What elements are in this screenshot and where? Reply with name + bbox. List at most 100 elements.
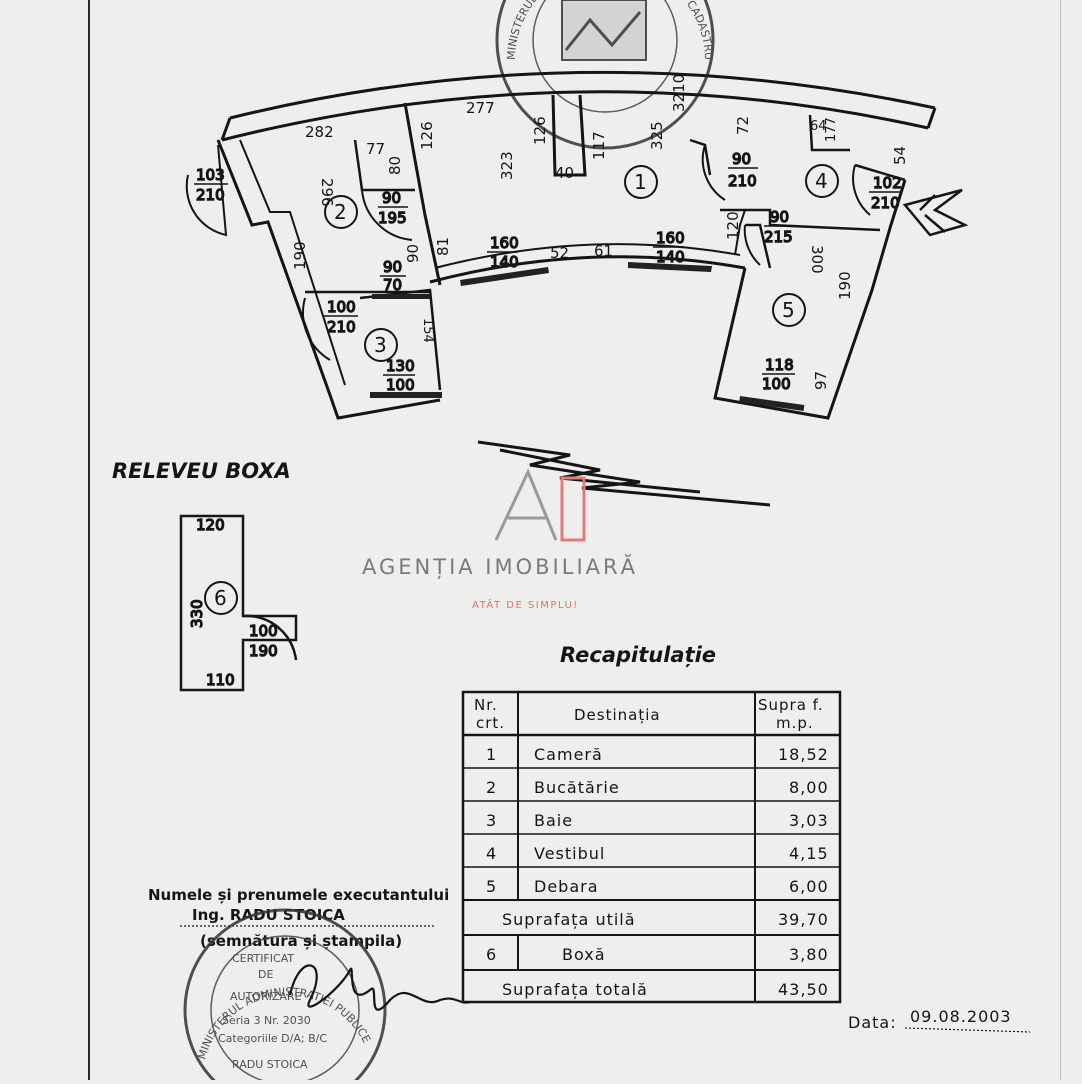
opening-dimensions: 103 210 90 195 90 210 102 210 90 215 90 …: [194, 149, 902, 395]
box-plan: [179, 514, 298, 692]
window-160-140-b-width: 160: [656, 229, 685, 247]
row-5-name: Debara: [534, 877, 599, 896]
apartment-walls: [216, 70, 937, 420]
room-number-3: 3: [374, 333, 387, 357]
dim-325: 325: [648, 121, 666, 150]
dim-277: 277: [466, 99, 495, 117]
door-100-210-height: 210: [327, 318, 356, 336]
dim-97: 97: [812, 371, 830, 390]
door-90-195-width: 90: [382, 189, 401, 207]
total-area-value: 43,50: [778, 980, 829, 999]
room-number-1: 1: [634, 170, 647, 194]
signature-icon: [288, 964, 471, 1011]
box-dim-bottom: 110: [206, 671, 235, 689]
dimension-labels: 277 282 77 80 126 126 117 3210 72 64 177…: [291, 74, 909, 390]
door-102-height: 210: [871, 194, 900, 212]
box-dim-top: 120: [196, 516, 225, 534]
door-swings: [185, 144, 871, 361]
date-block: Data: 09.08.2003: [848, 1007, 1031, 1033]
dim-61: 61: [594, 242, 613, 260]
window-130-width: 130: [386, 357, 415, 375]
executant-name: Ing. RADU STOICA: [192, 906, 345, 924]
dim-190-b: 190: [836, 271, 854, 300]
dim-52: 52: [550, 244, 569, 262]
stamp-line-1: CERTIFICAT: [232, 952, 294, 965]
window-118-height: 100: [762, 375, 791, 393]
margin-line-right: [1060, 0, 1061, 1080]
window-160-140-a-width: 160: [490, 234, 519, 252]
window-160-140-a-height: 140: [490, 253, 519, 271]
row-3-area: 3,03: [789, 811, 829, 830]
door-90-195-height: 195: [378, 209, 407, 227]
summary-title: Recapitulație: [560, 643, 716, 668]
row-4-area: 4,15: [789, 844, 829, 863]
row-1-nr: 1: [486, 745, 497, 764]
box-door-width: 100: [249, 622, 278, 640]
door-90-70-width: 90: [383, 258, 402, 276]
dim-3210: 3210: [670, 74, 688, 112]
dim-90-vertical: 90: [404, 244, 422, 263]
executant-caption: Numele și prenumele executantului: [148, 886, 449, 904]
summary-table: [461, 690, 842, 1004]
row-6-name: Boxă: [562, 945, 606, 964]
header-destination: Destinația: [574, 706, 661, 724]
room-number-6: 6: [214, 586, 227, 610]
stamp-line-4: Seria 3 Nr. 2030: [222, 1014, 311, 1027]
room-number-4: 4: [815, 169, 828, 193]
dim-40: 40: [555, 164, 574, 182]
room-number-5: 5: [782, 298, 795, 322]
window-118-width: 118: [765, 356, 794, 374]
dim-117: 117: [590, 131, 608, 160]
box-dim-side: 330: [188, 599, 206, 628]
row-4-nr: 4: [486, 844, 497, 863]
row-4-name: Vestibul: [534, 844, 605, 863]
dim-80: 80: [386, 156, 404, 175]
door-90-210-width: 90: [732, 150, 751, 168]
row-5-area: 6,00: [789, 877, 829, 896]
header-nr-2: crt.: [476, 714, 505, 732]
row-2-name: Bucătărie: [534, 778, 620, 797]
dim-126-b: 126: [531, 116, 549, 145]
row-1-area: 18,52: [778, 745, 829, 764]
date-label: Data:: [848, 1013, 897, 1032]
row-1-name: Cameră: [534, 745, 603, 764]
stamp-line-3: AUTORIZARE: [230, 990, 302, 1003]
dim-120-a: 120: [724, 211, 742, 240]
header-area-2: m.p.: [776, 714, 814, 732]
section-arrow-icon: [477, 440, 771, 507]
row-2-nr: 2: [486, 778, 497, 797]
door-90-215-height: 215: [764, 228, 793, 246]
date-value: 09.08.2003: [910, 1007, 1012, 1026]
door-90-210-height: 210: [728, 172, 757, 190]
total-area-label: Suprafața totală: [502, 980, 648, 999]
door-102-width: 102: [873, 174, 902, 192]
executant-block: Numele și prenumele executantului Ing. R…: [148, 886, 449, 950]
dim-154: 154: [420, 318, 435, 343]
executant-note: (semnătura și ștampila): [200, 932, 402, 950]
row-3-name: Baie: [534, 811, 573, 830]
door-103-width: 103: [196, 166, 225, 184]
row-3-nr: 3: [486, 811, 497, 830]
dim-300: 300: [808, 245, 826, 274]
row-6-nr: 6: [486, 945, 497, 964]
agency-logo-tagline: ATÂT DE SIMPLU!: [472, 598, 579, 611]
door-103-height: 210: [196, 186, 225, 204]
dim-190-a: 190: [291, 241, 309, 270]
agency-logo-name: AGENȚIA IMOBILIARĂ: [362, 553, 638, 579]
row-6-area: 3,80: [789, 945, 829, 964]
row-5-nr: 5: [486, 877, 497, 896]
dim-126-a: 126: [418, 121, 436, 150]
room-numbers: 1 2 3 4 5 6: [204, 164, 839, 615]
dim-81: 81: [434, 237, 452, 256]
dim-77: 77: [366, 140, 385, 158]
box-dimensions: 120 330 110 100 190: [187, 515, 278, 689]
header-nr-1: Nr.: [474, 696, 498, 714]
door-90-215-width: 90: [770, 208, 789, 226]
dim-296: 296: [318, 178, 336, 207]
window-160-140-b-height: 140: [656, 248, 685, 266]
top-stamp: MINISTERUL ADMINISTRATIEI • OFICIUL DE C…: [0, 0, 715, 150]
door-100-210-width: 100: [327, 298, 356, 316]
dim-177: 177: [824, 117, 839, 142]
